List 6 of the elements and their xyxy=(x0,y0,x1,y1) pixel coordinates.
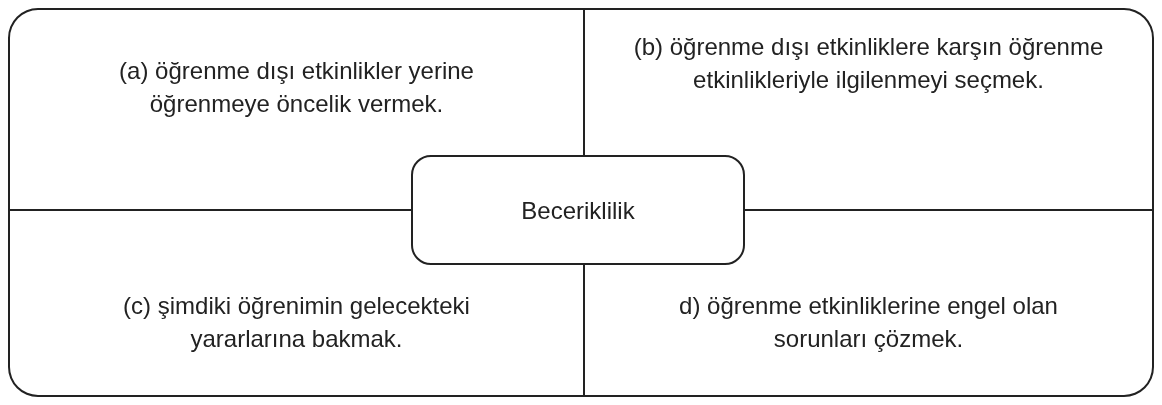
center-box xyxy=(411,155,745,265)
center-label: Beceriklilik xyxy=(521,195,635,226)
quadrant-text: (c) şimdiki öğrenimin gelecekteki yararlarına bakmak. xyxy=(122,291,471,354)
quadrant-text: d) öğrenme etkinliklerine engel olan sorunları çözmek. xyxy=(678,291,1059,354)
quadrant-text: (b) öğrenme dışı etkinliklere karşın öğrenme etkinlikleriyle ilgilenmeyi seçmek. xyxy=(633,32,1104,95)
quadrant-text: (a) öğrenme dışı etkinlikler yerine öğrenmeye öncelik vermek. xyxy=(118,56,475,119)
